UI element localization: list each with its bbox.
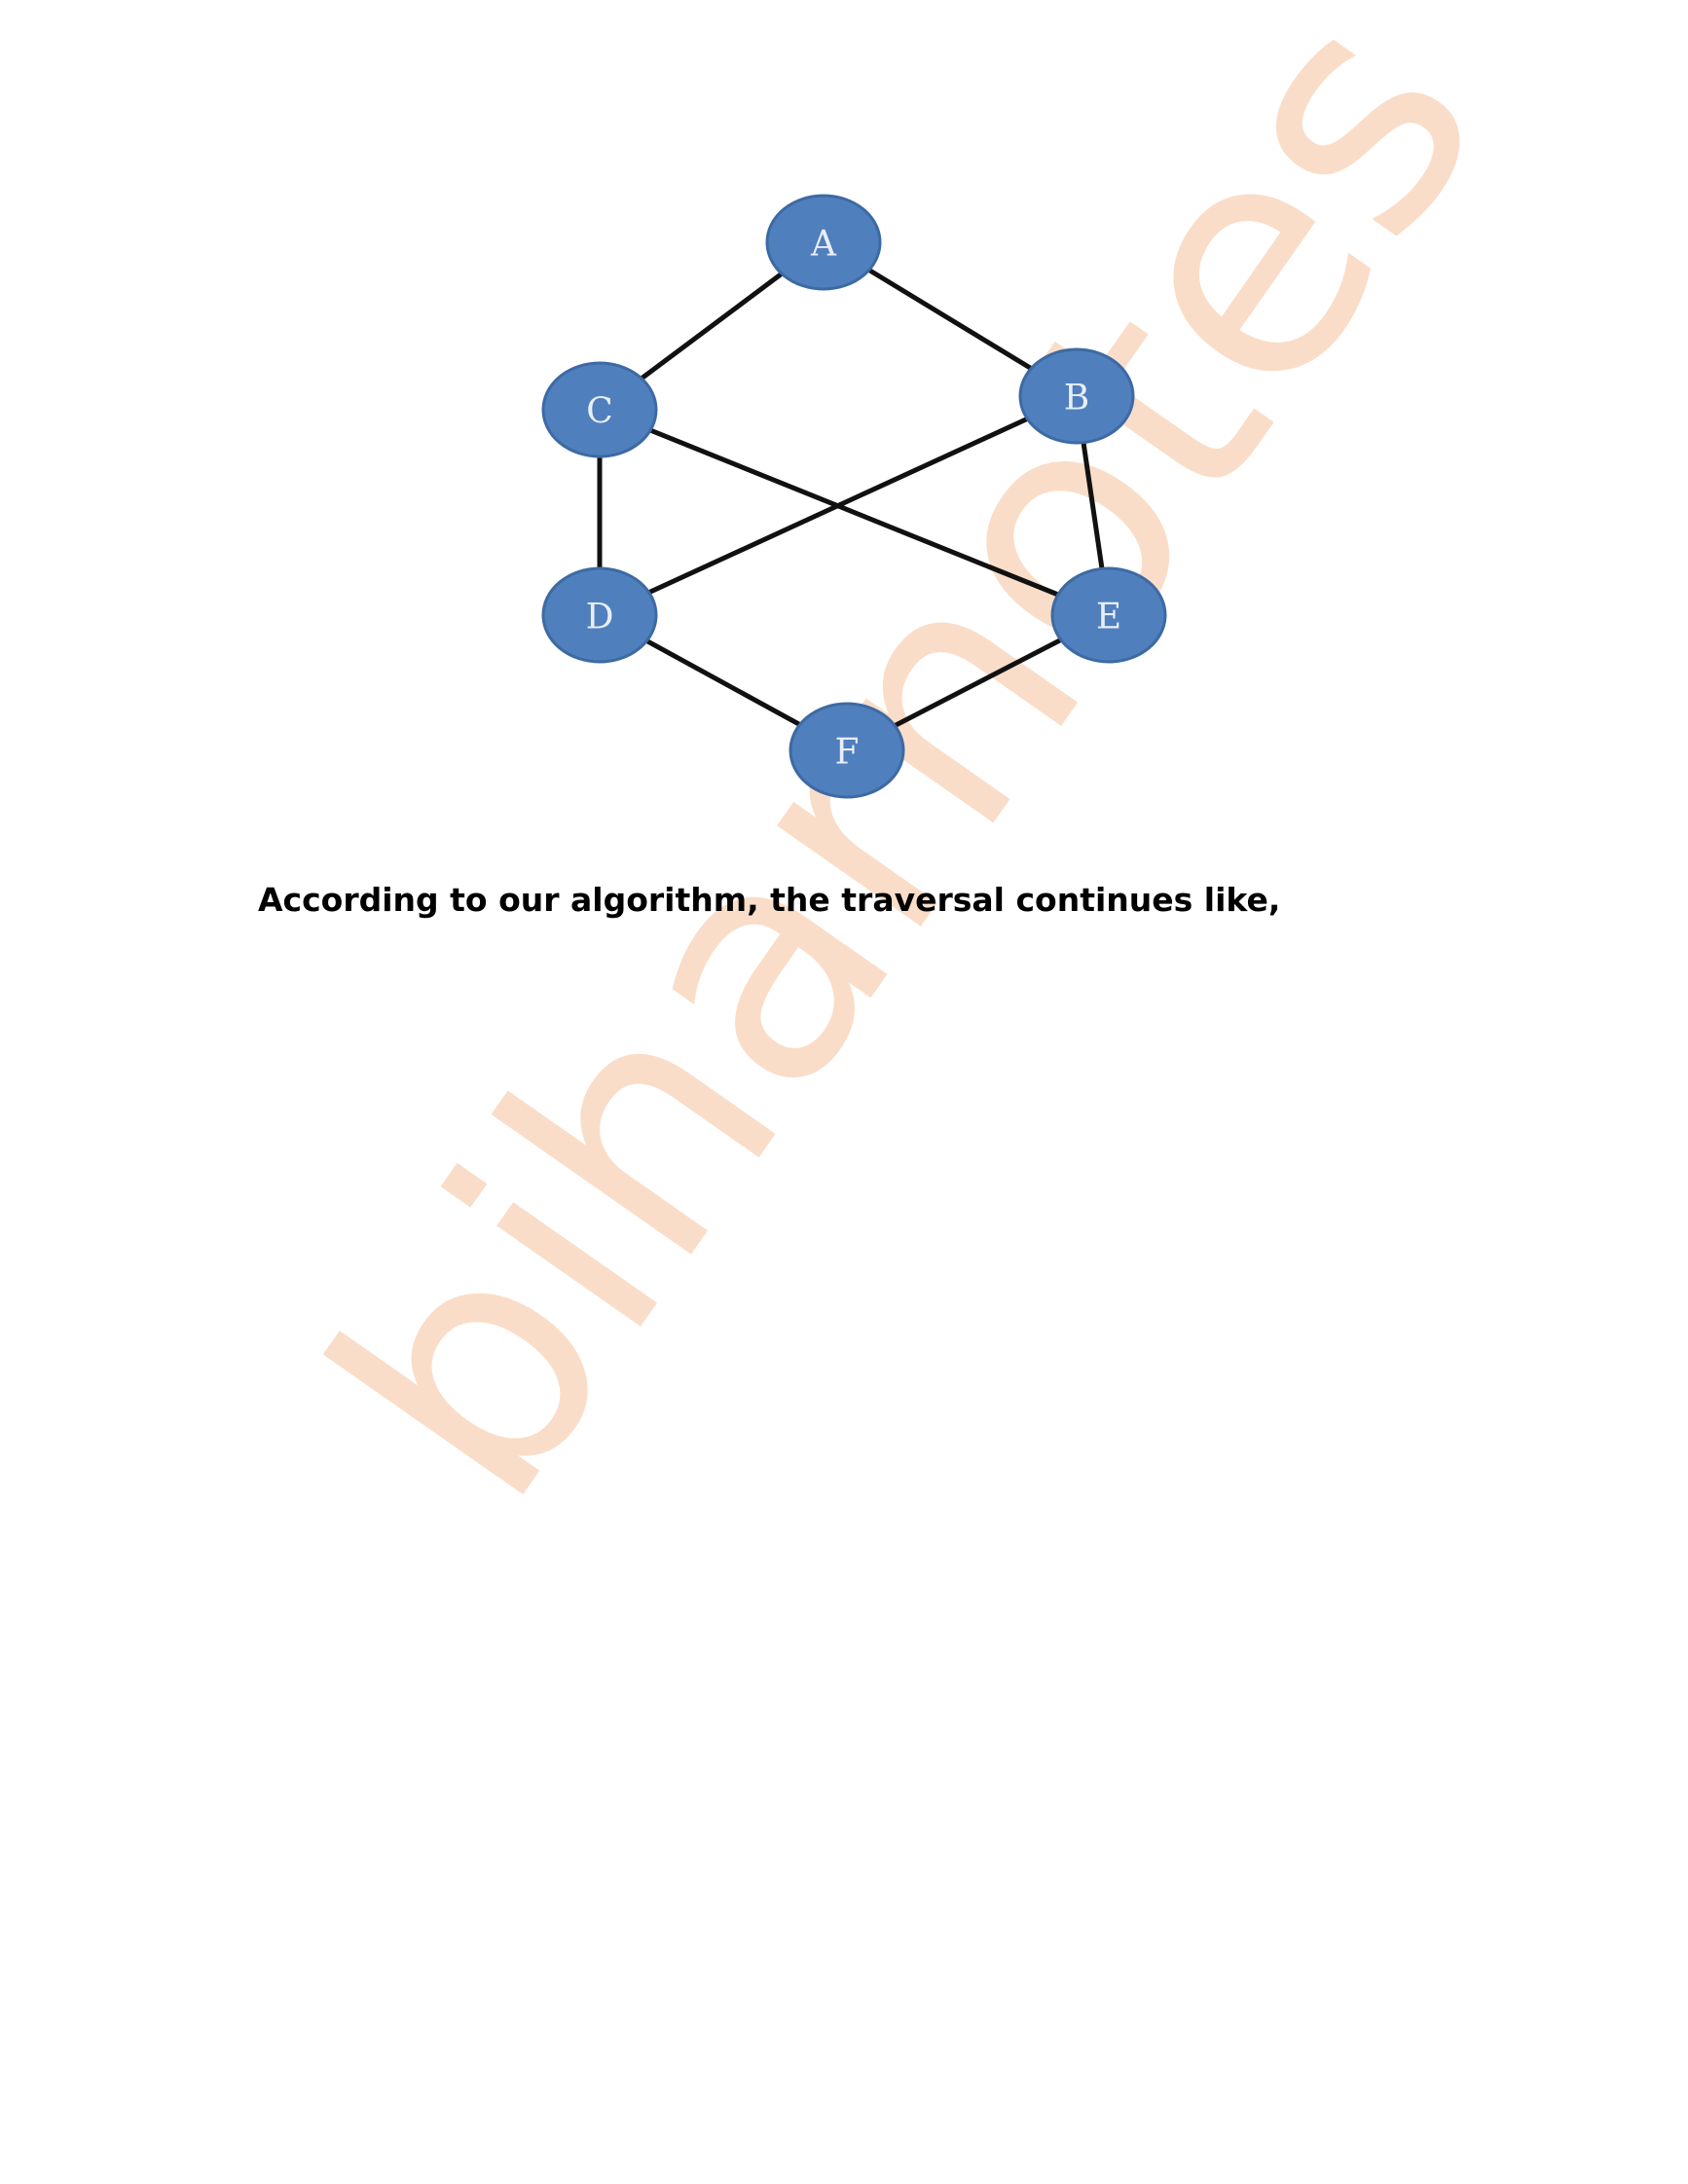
edge-c-e [597,407,1112,618]
node-a-label: A [810,225,837,265]
node-a-shape [765,194,882,291]
node-f-shape [789,702,905,799]
graph-edges [597,239,1112,753]
node-b: B [1018,347,1135,445]
node-d-shape [541,566,658,664]
edge-b-d [597,393,1080,618]
node-a: A [765,194,882,291]
caption-text: According to our algorithm, the traversa… [258,881,1281,919]
node-b-label: B [1064,379,1089,419]
node-c-label: C [586,392,613,432]
graph-nodes: A B C D E F [541,194,1167,799]
node-c: C [541,361,658,458]
node-d-label: D [586,598,614,637]
node-c-shape [541,361,658,458]
graph-diagram: A B C D E F [541,194,1167,799]
node-e: E [1050,566,1167,664]
node-f-label: F [835,733,860,773]
node-d: D [541,566,658,664]
node-f: F [789,702,905,799]
node-e-label: E [1096,598,1121,637]
node-b-shape [1018,347,1135,445]
node-e-shape [1050,566,1167,664]
